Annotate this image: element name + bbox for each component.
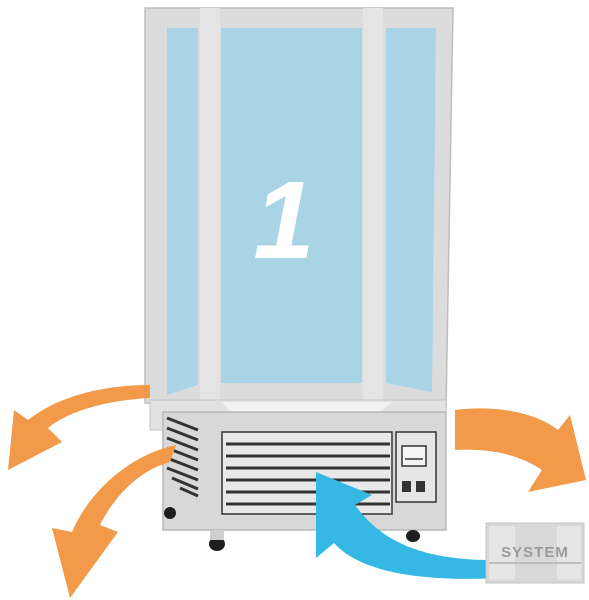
curved-arrow-inflow-icon <box>316 472 500 579</box>
cabinet-number-label: 1 <box>253 159 314 282</box>
cold-air-inflow-arrow <box>316 472 500 579</box>
display-cabinet: 1 <box>144 7 454 551</box>
caster-wheel-icon <box>164 507 176 519</box>
curved-arrow-outflow-icon <box>8 385 150 470</box>
system-logo: SYSTEM <box>485 522 585 584</box>
front-glass-panel <box>221 28 362 383</box>
left-front-post <box>200 8 220 403</box>
right-glass-panel <box>386 28 436 392</box>
control-button-right <box>416 481 425 492</box>
front-vent-grille <box>226 442 390 506</box>
control-display-icon <box>401 445 427 467</box>
caster-wheel-icon <box>406 530 420 542</box>
right-front-post <box>363 8 383 403</box>
control-button-left <box>402 481 411 492</box>
caster-wheel-icon <box>209 530 225 551</box>
curved-arrow-outflow-icon <box>455 408 586 492</box>
front-vent-panel <box>221 431 393 515</box>
curved-arrow-outflow-icon <box>52 445 176 598</box>
system-logo-text: SYSTEM <box>501 544 569 561</box>
warm-air-outflow-arrows <box>8 385 586 598</box>
base-inner-shelf <box>222 402 392 414</box>
left-glass-panel <box>167 28 198 395</box>
